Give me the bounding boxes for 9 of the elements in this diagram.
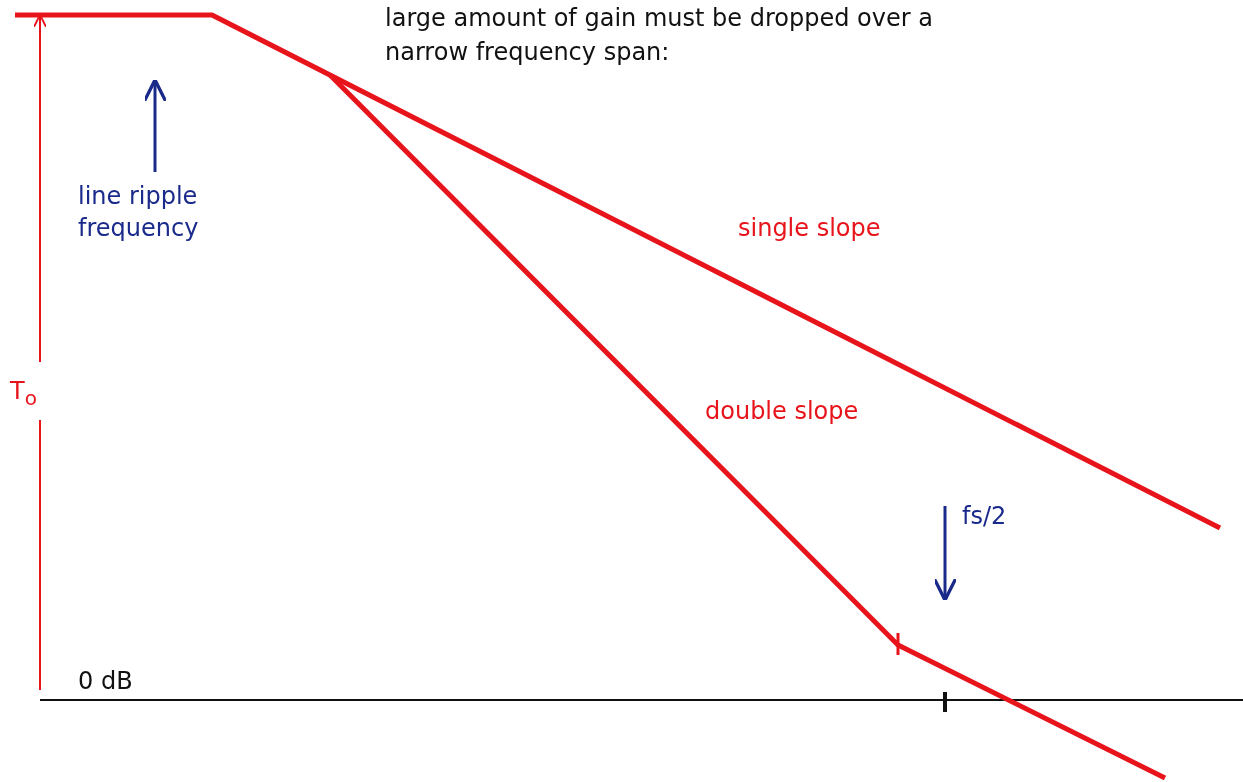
gain-label: T$_{o}$	[10, 376, 37, 412]
leader-arrow	[142, 78, 168, 172]
curve-label: double slope	[705, 396, 859, 427]
axis-label: 0 dB	[78, 666, 133, 697]
note-text: large amount of gain must be dropped over a narrow frequency span:	[385, 3, 934, 68]
annotation-text: fs/2	[962, 501, 1007, 532]
annotation-text: line ripple frequency	[78, 181, 200, 245]
leader-arrow	[932, 506, 958, 602]
curve-label: single slope	[738, 213, 881, 244]
